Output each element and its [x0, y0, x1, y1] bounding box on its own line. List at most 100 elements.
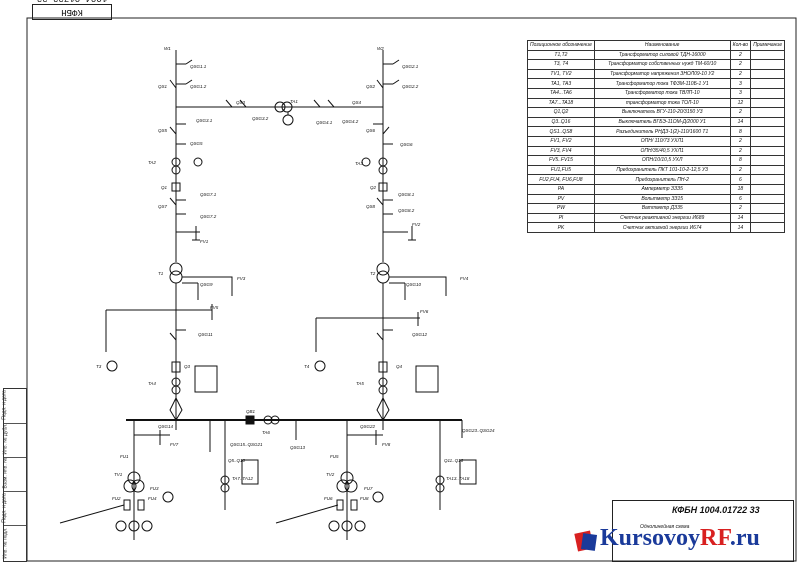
spec-cell: ОПН/10/10,5 УХЛ: [593, 155, 731, 166]
spec-cell: 2: [729, 49, 752, 61]
spec-cell: [750, 116, 785, 128]
spec-cell: Счетчик реактивной энергии И689: [593, 212, 731, 224]
schematic-labels: W1 W2 QSG1.1 QS1 QSG1.2 QSG3.1 QS5 QSG5 …: [96, 46, 495, 501]
watermark-suffix: .ru: [729, 525, 760, 551]
svg-text:QSG7.1: QSG7.1: [200, 192, 217, 197]
spec-cell: TA1, TA3: [527, 78, 595, 89]
svg-text:TA6: TA6: [262, 430, 270, 435]
spec-cell: FV5..FV15: [527, 155, 595, 166]
spec-cell: [750, 212, 785, 224]
svg-text:QSG3.1: QSG3.1: [196, 118, 213, 123]
specification-table: Позиционное обозначение Наименование Кол…: [527, 40, 785, 233]
svg-text:QSG4.1: QSG4.1: [316, 120, 333, 125]
spec-cell: [750, 97, 785, 109]
svg-text:FV8: FV8: [382, 442, 391, 447]
spec-cell: PV: [527, 193, 595, 205]
spec-header-cell: Кол-во: [729, 40, 752, 51]
label-w1: W1: [164, 46, 171, 51]
label-w2: W2: [377, 46, 384, 51]
spec-cell: [750, 78, 785, 89]
spec-cell: 2: [729, 203, 752, 214]
spec-cell: Предохранитель ПН-2: [593, 174, 731, 185]
svg-text:TA1: TA1: [290, 99, 298, 104]
spec-cell: 18: [729, 183, 752, 195]
svg-text:QSG6: QSG6: [400, 142, 413, 147]
spec-cell: T3, T4: [527, 59, 595, 70]
svg-text:QSG8.2: QSG8.2: [398, 208, 415, 213]
side-label: Подп. и дата: [1, 390, 8, 420]
svg-text:FU1: FU1: [120, 454, 129, 459]
svg-text:FU2: FU2: [112, 496, 121, 501]
spec-cell: TA4...TA6: [527, 87, 595, 99]
svg-text:TA7..TA12: TA7..TA12: [232, 476, 253, 481]
svg-text:QS1: QS1: [158, 84, 168, 89]
svg-text:QB1: QB1: [246, 409, 256, 414]
svg-text:QSG22: QSG22: [360, 424, 376, 429]
svg-text:TV2: TV2: [326, 472, 335, 477]
spec-cell: Q1,Q2: [527, 107, 595, 118]
svg-text:FV7: FV7: [170, 442, 179, 447]
spec-cell: [750, 183, 785, 195]
spec-cell: PW: [527, 203, 595, 214]
svg-text:Q3: Q3: [184, 364, 191, 369]
spec-cell: TA7...TA18: [527, 97, 595, 109]
spec-cell: Трансформатор собственных нужд ТМ-60/10: [593, 59, 731, 70]
spec-cell: [750, 126, 785, 137]
svg-text:FU4: FU4: [148, 496, 157, 501]
svg-text:QS5: QS5: [158, 128, 168, 133]
svg-text:T3: T3: [96, 364, 102, 369]
spec-cell: [750, 164, 785, 176]
spec-cell: Трансформатор силовой ТДН-16000: [593, 49, 731, 61]
svg-text:FV1: FV1: [200, 239, 209, 244]
spec-cell: ОПН/35/40,5 УХЛ1: [593, 145, 731, 157]
spec-cell: Выключатель ВГУ-110-20/3150 У3: [593, 107, 731, 118]
spec-cell: Трансформатор тока ТВЛП-10: [593, 87, 731, 99]
svg-text:FU6: FU6: [324, 496, 333, 501]
spec-cell: FV1, FV2: [527, 135, 595, 147]
spec-cell: Трансформатор напряжения ЗНОЛ09-10 У2: [593, 68, 731, 80]
spec-header-cell: Наименование: [593, 40, 731, 51]
spec-cell: Ваттметр ДЗ35: [593, 203, 731, 214]
spec-cell: [750, 59, 785, 70]
spec-cell: [750, 107, 785, 118]
svg-text:Q4: Q4: [396, 364, 403, 369]
spec-cell: 6: [729, 193, 752, 205]
svg-text:QS3: QS3: [236, 100, 246, 105]
spec-cell: [750, 135, 785, 147]
svg-text:QSG7.2: QSG7.2: [200, 214, 217, 219]
drawing-code-stamp: КФБН 1004.01722 33: [32, 0, 112, 20]
svg-text:QSG12: QSG12: [412, 332, 428, 337]
spec-cell: Трансформатор тока ТФЗМ-110Б-1 У1: [593, 78, 731, 89]
spec-cell: [750, 49, 785, 61]
svg-text:FU7: FU7: [364, 486, 373, 491]
svg-text:T2: T2: [370, 271, 376, 276]
spec-cell: трансформатор тока ТОЛ-10: [593, 97, 731, 109]
svg-text:FU5: FU5: [330, 454, 339, 459]
svg-text:FV3: FV3: [237, 276, 246, 281]
spec-cell: 3: [729, 78, 752, 89]
svg-text:QSG2.2: QSG2.2: [402, 84, 419, 89]
svg-text:QSG11: QSG11: [198, 332, 213, 337]
spec-cell: T1,T2: [527, 49, 595, 61]
svg-text:TA13..TA18: TA13..TA18: [446, 476, 470, 481]
side-label: Подп. и дата: [1, 493, 8, 523]
spec-cell: [750, 174, 785, 185]
drawing-code: КФБН 1004.01722 33: [672, 505, 760, 515]
spec-cell: 2: [729, 68, 752, 80]
svg-text:Q1: Q1: [161, 185, 168, 190]
watermark-logo-icon: [574, 530, 598, 552]
svg-text:Q11..Q16: Q11..Q16: [444, 458, 464, 463]
spec-cell: [750, 222, 785, 233]
spec-cell: Вольтметр ЗЗ15: [593, 193, 731, 205]
svg-text:QSG4.2: QSG4.2: [342, 119, 359, 124]
side-approval-strip: [3, 388, 27, 562]
svg-text:QSG9: QSG9: [200, 282, 213, 287]
spec-cell: TV1, TV2: [527, 68, 595, 80]
